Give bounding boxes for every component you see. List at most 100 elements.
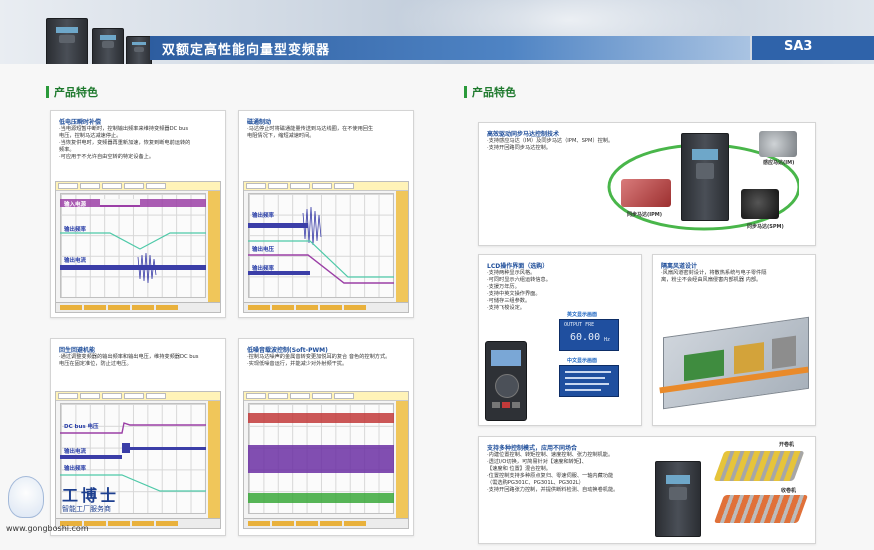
oscilloscope-screen: 输入电源 输出频率 输出电流 xyxy=(55,181,221,313)
desc-line: （需选购PG301C、PG301L、PG302L） xyxy=(487,480,584,486)
right-section-title: 产品特色 xyxy=(464,84,516,100)
desc-line: ·实现低噪音运行，并能减少对外射频干扰。 xyxy=(247,361,348,367)
motor-label: 感应马达(IM) xyxy=(763,160,795,166)
panel-title: 低噪音载波控制(Soft-PWM) xyxy=(247,347,328,354)
section-marker xyxy=(46,86,49,98)
desc-line: ·支持开回路张力控制，并提供断料检测、自动换卷机能。 xyxy=(487,487,619,493)
desc-line: 电压在固定准位，防止过电压。 xyxy=(59,361,132,367)
desc-line: ·支持两种显示风格。 xyxy=(487,270,536,276)
waveform xyxy=(60,422,206,492)
desc-line: ·可同时显示六组运转信息。 xyxy=(487,277,551,283)
drive-product-image xyxy=(92,28,124,64)
watermark-url: www.gongboshi.com xyxy=(6,524,89,533)
panel-title: LCD操作界面（选购） xyxy=(487,263,549,270)
drive-product-image xyxy=(655,461,701,537)
panel-description: ·当电源短暂中断时，控制输出频率来维持变频器DC bus 电压，控制马达减速停止… xyxy=(59,126,219,161)
desc-line: ·当电源短暂中断时，控制输出频率来维持变频器DC bus xyxy=(59,126,189,132)
model-bar xyxy=(752,36,874,60)
panel-description: ·控制马达噪声的金属音转变更加悦耳的复合 音色的控制方式。 ·实现低噪音运行，并… xyxy=(247,354,407,368)
winder-machine-image xyxy=(713,495,809,523)
desc-line: 频率。 xyxy=(59,147,75,153)
panel-motor-control: 高效驱动同步马达控制技术 ·支持感应马达（IM）及同步马达（IPM、SPM）控制… xyxy=(478,122,816,246)
trace-label: DC bus 电压 xyxy=(64,424,99,430)
trace-label: 输入电源 xyxy=(64,202,87,208)
oscilloscope-screen xyxy=(243,391,409,529)
watermark-slogan: 智能工厂服务商 xyxy=(62,505,111,513)
desc-line: 【速度和 位置】混合控制。 xyxy=(487,466,551,472)
lcd-value: 60.00 xyxy=(570,332,601,343)
panel-description: ·支持两种显示风格。 ·可同时显示六组运转信息。 ·支援万年历。 ·支持中英文操… xyxy=(487,270,635,312)
desc-line: ·支持飞梭设定。 xyxy=(487,305,525,311)
panel-title: 高效驱动同步马达控制技术 xyxy=(487,131,560,138)
oscilloscope-screen: 输出频率 输出电压 输出频率 xyxy=(243,181,409,313)
desc-line: ·内建位置控制、转矩控制、速度控制、张力控制机能。 xyxy=(487,452,614,458)
lcd-screen-cn xyxy=(559,365,619,397)
panel-flux-braking: 磁通制动 ·马达停止时将磁通能量传送到马达线圈，在不使用回生 电阻情况下，缩短减… xyxy=(238,110,414,318)
panel-title: 低电压瞬时补偿 xyxy=(59,119,102,126)
watermark-brand: 工博士 xyxy=(62,486,120,505)
title-bar xyxy=(150,36,750,60)
panel-description: ·支持感应马达（IM）及同步马达（IPM、SPM）控制。 ·支持开回路同步马达控… xyxy=(487,138,809,152)
panel-title: 支持多种控制模式，应用不同场合 xyxy=(487,445,578,452)
lcd-keypad-image xyxy=(485,341,527,421)
header-banner: 双额定高性能向量型变频器 SA3 xyxy=(0,0,874,64)
right-section-title-text: 产品特色 xyxy=(472,86,516,99)
desc-line: ·支持中英文操作界面。 xyxy=(487,291,541,297)
panel-lcd-interface: LCD操作界面（选购） ·支持两种显示风格。 ·可同时显示六组运转信息。 ·支援… xyxy=(478,254,642,426)
lcd-line: OUTPUT FRE xyxy=(564,322,595,328)
im-motor-image xyxy=(759,131,797,157)
left-section-title: 产品特色 xyxy=(46,84,98,100)
machine-label: 收卷机 xyxy=(781,488,797,494)
mascot-icon xyxy=(8,476,44,518)
desc-line: ·支援万年历。 xyxy=(487,284,520,290)
watermark: 工博士 智能工厂服务商 www.gongboshi.com xyxy=(4,474,154,544)
panel-voltage-compensation: 低电压瞬时补偿 ·当电源短暂中断时，控制输出频率来维持变频器DC bus 电压，… xyxy=(50,110,226,318)
panel-description: ·通过调整变频器的输出频率和输出电压，维持变频器DC bus 电压在固定准位，防… xyxy=(59,354,219,368)
panel-title: 回生回避机能 xyxy=(59,347,96,354)
ipm-motor-image xyxy=(621,179,671,207)
lcd-caption-en: 英文显示画面 xyxy=(567,312,598,318)
panel-title: 磁通制动 xyxy=(247,119,272,126)
motor-label: 同步马达(SPM) xyxy=(747,224,784,230)
trace-label: 输出电压 xyxy=(252,247,275,253)
desc-line: 电阻情况下，缩短减速时间。 xyxy=(247,133,315,139)
machine-label: 开卷机 xyxy=(779,442,795,448)
drive-product-image xyxy=(126,36,152,64)
panel-description: ·风扇风道密封设计，将散热系统与电子零件隔 离，粉尘不会经由风扇侵害内部机器 内… xyxy=(661,270,809,284)
panel-title: 隔离风道设计 xyxy=(661,263,698,270)
airflow-diagram xyxy=(663,316,809,410)
trace-label: 输出频率 xyxy=(64,227,87,233)
lcd-unit: Hz xyxy=(604,337,611,343)
motor-label: 同步马达(IPM) xyxy=(627,212,663,218)
desc-line: ·风扇风道密封设计，将散热系统与电子零件隔 xyxy=(661,270,767,276)
panel-soft-pwm: 低噪音载波控制(Soft-PWM) ·控制马达噪声的金属音转变更加悦耳的复合 音… xyxy=(238,338,414,536)
page-title: 双额定高性能向量型变频器 xyxy=(162,43,331,58)
model-name: SA3 xyxy=(784,39,813,54)
waveform xyxy=(248,413,394,503)
waveform xyxy=(60,199,206,284)
drive-product-image xyxy=(681,133,729,221)
desc-line: ·控制马达噪声的金属音转变更加悦耳的复合 音色的控制方式。 xyxy=(247,354,391,360)
unwinder-machine-image xyxy=(713,451,805,481)
section-marker xyxy=(464,86,467,98)
trace-label: 输出频率 xyxy=(64,466,87,472)
trace-label: 输出电流 xyxy=(64,258,87,264)
desc-line: 离，粉尘不会经由风扇侵害内部机器 内部。 xyxy=(661,277,762,283)
trace-label: 输出频率 xyxy=(252,266,275,272)
trace-label: 输出电流 xyxy=(64,449,87,455)
left-section-title-text: 产品特色 xyxy=(54,86,98,99)
desc-line: ·可应用于不允许自由空转的特定设备上。 xyxy=(59,154,155,160)
desc-line: ·支持开回路同步马达控制。 xyxy=(487,145,551,151)
desc-line: ·位置控制支持多种原点复归、零速伺服、一轴内藏功能 xyxy=(487,473,614,479)
desc-line: ·通过调整变频器的输出频率和输出电压，维持变频器DC bus xyxy=(59,354,199,360)
panel-control-modes: 支持多种控制模式，应用不同场合 ·内建位置控制、转矩控制、速度控制、张力控制机能… xyxy=(478,436,816,544)
waveform xyxy=(248,206,394,284)
desc-line: ·支持感应马达（IM）及同步马达（IPM、SPM）控制。 xyxy=(487,138,614,144)
panel-description: ·内建位置控制、转矩控制、速度控制、张力控制机能。 ·透过I/O切换，可简易针对… xyxy=(487,452,809,494)
drive-product-image xyxy=(46,18,88,64)
spm-motor-image xyxy=(741,189,779,219)
oscilloscope-screen: DC bus 电压 输出电流 输出频率 xyxy=(55,391,221,529)
desc-line: 电压，控制马达减速停止。 xyxy=(59,133,122,139)
panel-description: ·马达停止时将磁通能量传送到马达线圈，在不使用回生 电阻情况下，缩短减速时间。 xyxy=(247,126,407,140)
